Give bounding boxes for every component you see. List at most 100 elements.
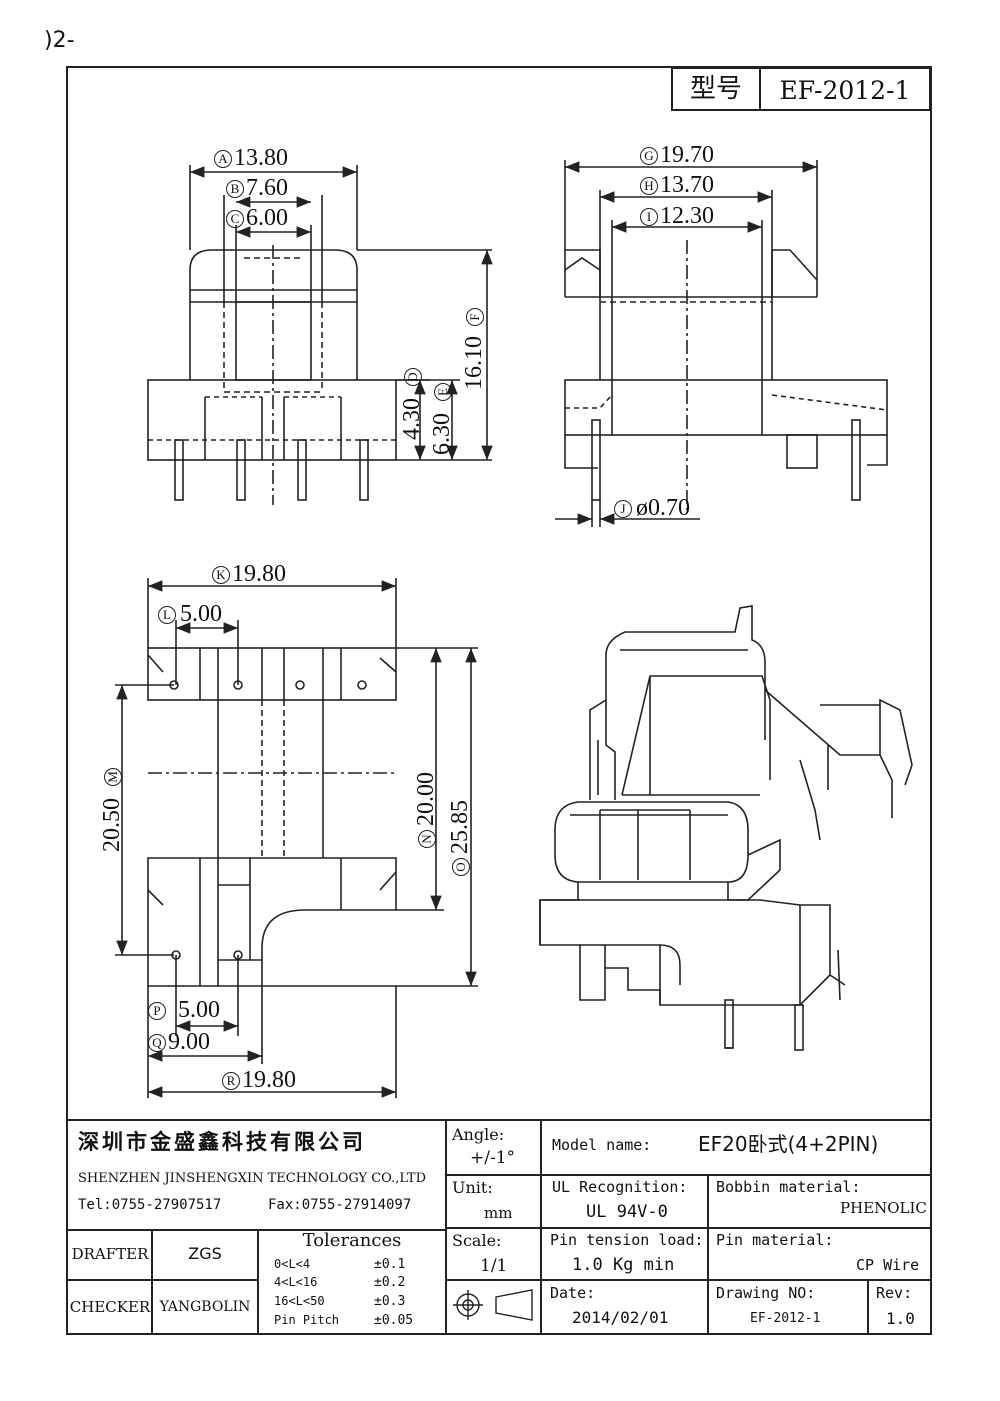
dim-L-letter: L [158,606,176,625]
dim-P-letter: P [148,1002,166,1021]
type-box [671,67,931,111]
angle-label: Angle: [452,1125,505,1144]
pin-material-value: CP Wire [856,1256,920,1274]
checker-value: YANGBOLIN [159,1299,251,1315]
angle-value: +/-1° [470,1148,516,1168]
dim-H-value: 13.70 [660,172,714,198]
scale-label: Scale: [452,1231,502,1250]
checker-label: CHECKER [69,1298,151,1316]
type-value: EF-2012-1 [779,76,911,105]
dim-G-letter: G [640,147,658,166]
title-table-grid [68,1119,930,1333]
dim-H-letter: H [640,177,658,196]
tolerance-range-2: 4<L<16 [274,1275,318,1289]
dim-N: N 20.00 [413,772,439,848]
dim-L-value: 5.00 [180,601,222,627]
dim-Q-value: 9.00 [168,1029,210,1055]
company-name-cn: 深圳市金盛鑫科技有限公司 [78,1130,366,1154]
drawing-no-value: EF-2012-1 [750,1311,821,1326]
tolerance-range-3: 16<L<50 [274,1294,325,1308]
dim-M-value: 20.50 [99,798,125,852]
drafter-label: DRAFTER [71,1245,149,1263]
tolerance-value-2: ±0.2 [374,1275,406,1290]
tolerance-value-3: ±0.3 [374,1294,406,1309]
unit-value: mm [484,1204,513,1222]
tolerance-value-4: ±0.05 [374,1313,414,1328]
tolerances-title: Tolerances [302,1230,402,1251]
unit-label: Unit: [452,1178,493,1197]
dim-R-letter: R [222,1072,240,1091]
dim-O-letter: O [452,858,471,876]
pin-tension-value: 1.0 Kg min [572,1255,675,1275]
rev-value: 1.0 [886,1309,915,1328]
dim-N-letter: N [418,830,437,848]
company-tel: Tel:0755-27907517 [78,1197,222,1213]
dim-C-letter: C [226,210,244,229]
dim-F: 16.10F [461,308,487,390]
dim-O-value: 25.85 [447,800,473,854]
dim-E-value: 6.30 [429,413,455,455]
side-view [555,160,888,527]
bottom-view [115,578,478,1098]
dim-R-value: 19.80 [242,1067,296,1093]
dim-M-letter: M [104,768,123,786]
drafter-value: ZGS [188,1244,222,1263]
dim-E-letter: E [434,383,453,401]
dim-J-value: ø0.70 [636,495,690,521]
tolerance-range-4: Pin Pitch [274,1313,340,1327]
company-fax: Fax:0755-27914097 [268,1197,412,1213]
dim-B-letter: B [226,180,244,199]
front-view [147,165,493,505]
model-value: EF20卧式(4+2PIN) [698,1132,879,1156]
dim-C-value: 6.00 [246,205,288,231]
dim-A-letter: A [214,150,232,169]
dim-D: 4.30D [399,368,425,440]
dim-Q-letter: Q [148,1034,166,1053]
dim-P-value: 5.00 [178,997,220,1023]
dim-I-value: 12.30 [660,203,714,229]
dim-M: 20.50 M [99,768,125,852]
dim-D-value: 4.30 [399,398,425,440]
dim-E: 6.30 E [429,383,455,455]
dim-K-value: 19.80 [232,561,286,587]
ul-label: UL Recognition: [552,1178,688,1196]
tolerance-range-1: 0<L<4 [274,1257,311,1271]
bobbin-value: PHENOLIC [840,1199,927,1217]
dim-B-value: 7.60 [246,175,288,201]
drawing-frame [66,66,932,1335]
dim-P: P 5.00 [148,998,220,1022]
model-label: Model name: [552,1136,652,1154]
dim-G-value: 19.70 [660,142,714,168]
dim-K-letter: K [212,566,230,585]
dim-O: O 25.85 [447,800,473,876]
date-value: 2014/02/01 [572,1308,669,1327]
page-number-fragment: )2- [44,28,75,53]
isometric-view [539,605,913,1051]
drawing-no-label: Drawing NO: [716,1284,816,1302]
dim-F-value: 16.10 [461,336,487,390]
dim-I-letter: I [640,208,658,227]
scale-value: 1/1 [480,1256,508,1276]
bobbin-label: Bobbin material: [716,1178,861,1196]
company-name-en: SHENZHEN JINSHENGXIN TECHNOLOGY CO.,LTD [78,1171,426,1186]
projection-symbol [453,1289,533,1321]
dim-N-value: 20.00 [413,772,439,826]
date-label: Date: [550,1284,596,1302]
pin-material-label: Pin material: [716,1231,834,1249]
ul-value: UL 94V-0 [586,1202,668,1222]
type-label: 型号 [689,74,742,104]
tolerance-value-1: ±0.1 [374,1257,406,1272]
dim-A-value: 13.80 [234,145,288,171]
